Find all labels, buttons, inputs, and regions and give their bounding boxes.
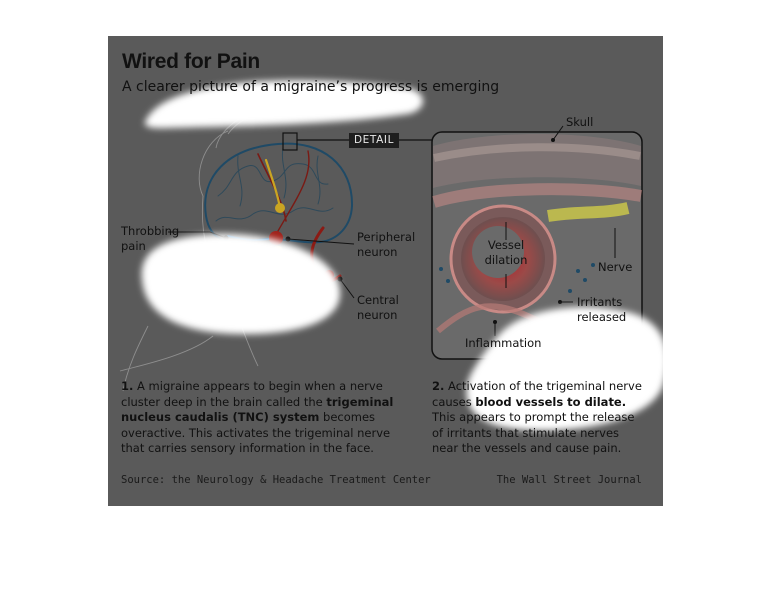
label-line: Peripheral — [357, 230, 416, 244]
step2-caption: 2. Activation of the trigeminal nerve ca… — [432, 379, 644, 457]
label-line: released — [577, 310, 627, 324]
label-line: Vessel — [487, 238, 525, 252]
step1-bold: trigeminal nucleus caudalis (TNC) system — [121, 394, 394, 425]
graphic-panel: Wired for Pain A clearer picture of a mi… — [108, 36, 663, 506]
detail-tag: DETAIL — [349, 133, 399, 148]
step2-text-b: This appears to prompt the release of ir… — [432, 410, 635, 455]
detail-box — [431, 125, 643, 360]
label-skull: Skull — [566, 115, 594, 129]
graphic-subtitle: A clearer picture of a migraine’s progre… — [122, 79, 500, 95]
step2-text-a: Activation of the trigeminal nerve cause… — [432, 379, 642, 409]
illustration — [119, 80, 663, 431]
label-nerve: Nerve — [598, 260, 633, 274]
label-inflammation: Inflammation — [465, 336, 542, 350]
label-line: pain — [121, 239, 146, 253]
label-vessel-dilation: Vessel dilation — [482, 238, 530, 268]
step1-text-b: becomes overactive. This activates the t… — [121, 410, 391, 455]
label-peripheral-neuron: Peripheral neuron — [357, 230, 415, 260]
step1-number: 1. — [121, 379, 134, 393]
label-line: Central — [357, 293, 399, 307]
label-line: Irritants — [577, 295, 623, 309]
step1-text-a: A migraine appears to begin when a nerve… — [121, 379, 383, 409]
step2-bold: blood vessels to dilate. — [475, 394, 627, 409]
graphic-title: Wired for Pain — [122, 50, 260, 73]
label-throbbing-pain: Throbbing pain — [121, 224, 179, 254]
label-central-neuron: Central neuron — [357, 293, 399, 323]
step2-number: 2. — [432, 379, 445, 393]
source-note: Source: the Neurology & Headache Treatme… — [121, 474, 431, 486]
label-line: neuron — [357, 308, 398, 322]
label-line: neuron — [357, 245, 398, 259]
highlight-marks — [141, 80, 663, 431]
label-irritants-released: Irritants released — [577, 295, 626, 325]
label-line: dilation — [484, 253, 528, 267]
label-line: Throbbing — [121, 224, 180, 238]
step1-caption: 1. A migraine appears to begin when a ne… — [121, 379, 396, 457]
credit-line: The Wall Street Journal — [496, 474, 642, 486]
